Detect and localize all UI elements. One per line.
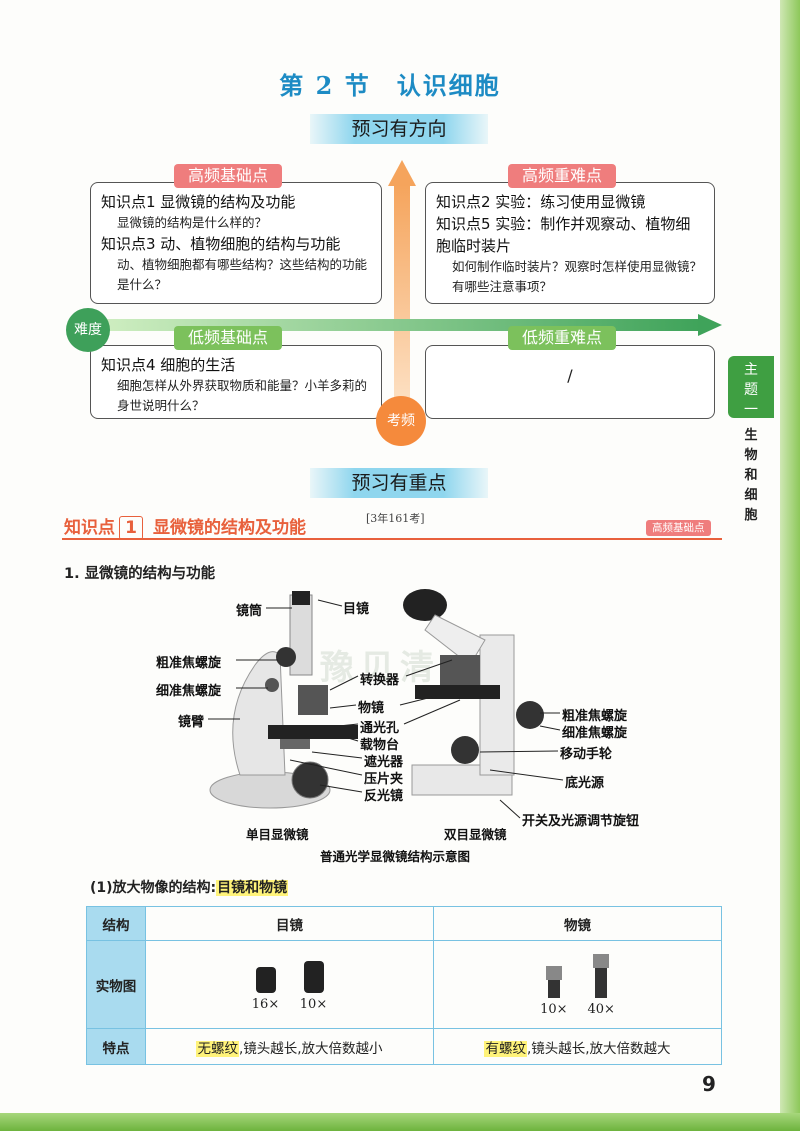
table-row: 结构 目镜 物镜 — [86, 906, 722, 941]
eyepiece-feature-hl: 无螺纹 — [196, 1040, 239, 1057]
objective-images: 10× 40× — [433, 940, 722, 1029]
kp1-question: 显微镜的结构是什么样的？ — [117, 215, 268, 230]
row-header-image: 实物图 — [86, 940, 146, 1029]
axis-difficulty-badge: 难度 — [66, 308, 110, 352]
kp5-title: 知识点5 实验：制作并观察动、植物细胞临时装片 — [436, 215, 691, 255]
binocular-microscope-image — [403, 589, 544, 796]
tag-high-basic: 高频基础点 — [174, 164, 283, 188]
label-stage-handwheel: 移动手轮 — [560, 747, 613, 762]
row-header-structure: 结构 — [86, 906, 146, 941]
eyepiece-images: 16× 10× — [145, 940, 434, 1029]
label-switch-knob: 开关及光源调节旋钮 — [522, 814, 640, 829]
banner-preview-direction: 预习有方向 — [310, 114, 488, 144]
side-tab-theme[interactable]: 主题一 — [728, 356, 774, 418]
label-coarse-knob-right: 粗准焦螺旋 — [562, 709, 628, 724]
monocular-microscope-image — [209, 591, 358, 809]
banner-preview-key: 预习有重点 — [310, 468, 488, 498]
subsection-heading: (1)放大物像的结构:目镜和物镜 — [90, 877, 289, 897]
subsection-prefix: (1)放大物像的结构: — [90, 880, 217, 896]
quadrant-high-basic: 知识点1 显微镜的结构及功能 显微镜的结构是什么样的？ 知识点3 动、植物细胞的… — [90, 182, 382, 304]
page-number: 9 — [702, 1072, 716, 1096]
objective-40x: 40× — [588, 952, 615, 1017]
kp-years: [3年161考] — [366, 512, 425, 525]
tag-low-basic: 低频基础点 — [174, 326, 283, 350]
kp4-title: 知识点4 细胞的生活 — [101, 356, 236, 374]
kp-title: 显微镜的结构及功能 — [153, 518, 306, 538]
page-edge-bottom — [0, 1113, 800, 1131]
objective-10x-label: 10× — [540, 1002, 568, 1017]
quadrant-high-difficult: 知识点2 实验：练习使用显微镜 知识点5 实验：制作并观察动、植物细胞临时装片 … — [425, 182, 715, 304]
quadrant-low-basic: 知识点4 细胞的生活 细胞怎样从外界获取物质和能量？小羊多莉的身世说明什么？ — [90, 345, 382, 419]
caption-diagram: 普通光学显微镜结构示意图 — [320, 849, 471, 864]
tag-low-difficult: 低频重难点 — [508, 326, 617, 350]
kp-badge: 高频基础点 — [646, 520, 711, 536]
label-tube: 镜筒 — [236, 604, 263, 619]
label-arm: 镜臂 — [178, 715, 205, 730]
label-stage-clip: 压片夹 — [364, 772, 404, 787]
kp-underline — [62, 538, 722, 540]
tag-high-difficult: 高频重难点 — [508, 164, 617, 188]
label-stage: 载物台 — [360, 738, 400, 753]
label-mirror: 反光镜 — [364, 789, 404, 804]
label-base-light: 底光源 — [565, 776, 605, 791]
eyepiece-feature: 无螺纹,镜头越长,放大倍数越小 — [145, 1028, 434, 1065]
kp3-question: 动、植物细胞都有哪些结构？这些结构的功能是什么？ — [117, 257, 368, 292]
kp2-title: 知识点2 实验：练习使用显微镜 — [436, 193, 646, 211]
label-stage-hole: 通光孔 — [360, 721, 400, 736]
eyepiece-feature-text: ,镜头越长,放大倍数越小 — [238, 1040, 383, 1057]
frequency-arrow-head — [388, 160, 416, 186]
subsection-highlight: 目镜和物镜 — [216, 880, 289, 896]
table-row: 实物图 16× 10× 10× 4 — [86, 940, 722, 1029]
eyepiece-16x: 16× — [252, 963, 280, 1012]
side-tab-text: 生物和细胞 — [744, 428, 758, 523]
frequency-axis — [394, 184, 410, 409]
quadrant-low-difficult: / — [425, 345, 715, 419]
label-diaphragm: 遮光器 — [364, 755, 404, 770]
label-objective: 物镜 — [358, 701, 385, 716]
caption-monocular: 单目显微镜 — [246, 827, 309, 842]
objective-10x: 10× — [540, 964, 568, 1017]
page-edge-right — [780, 0, 800, 1131]
structure-table: 结构 目镜 物镜 实物图 16× 10× 10× — [86, 906, 722, 1065]
low-difficult-content: / — [567, 366, 573, 385]
label-coarse-knob-left: 粗准焦螺旋 — [156, 656, 222, 671]
axis-frequency-badge: 考频 — [376, 396, 426, 446]
col-objective: 物镜 — [433, 906, 722, 941]
table-row: 特点 无螺纹,镜头越长,放大倍数越小 有螺纹,镜头越长,放大倍数越大 — [86, 1028, 722, 1065]
difficulty-arrow-head — [698, 314, 722, 336]
kp-prefix: 知识点 — [64, 518, 115, 538]
label-fine-knob-right: 细准焦螺旋 — [562, 726, 628, 741]
kp1-title: 知识点1 显微镜的结构及功能 — [101, 193, 296, 211]
label-fine-knob-left: 细准焦螺旋 — [156, 684, 222, 699]
kp4-question: 细胞怎样从外界获取物质和能量？小羊多莉的身世说明什么？ — [117, 378, 368, 413]
objective-feature: 有螺纹,镜头越长,放大倍数越大 — [433, 1028, 722, 1065]
row-header-feature: 特点 — [86, 1028, 146, 1065]
side-tab-label: 主题一 — [744, 362, 758, 418]
eyepiece-16x-label: 16× — [251, 997, 280, 1012]
section-heading: 1. 显微镜的结构与功能 — [64, 566, 216, 582]
col-eyepiece: 目镜 — [145, 906, 434, 941]
objective-feature-text: ,镜头越长,放大倍数越大 — [526, 1040, 671, 1057]
objective-40x-label: 40× — [587, 1002, 615, 1017]
page-title: 第 2 节 认识细胞 — [279, 71, 501, 100]
eyepiece-10x: 10× — [300, 957, 328, 1012]
kp3-title: 知识点3 动、植物细胞的结构与功能 — [101, 235, 341, 253]
kp-number: 1 — [119, 516, 143, 540]
label-eyepiece: 目镜 — [343, 602, 370, 617]
label-nosepiece: 转换器 — [360, 673, 400, 688]
eyepiece-10x-label: 10× — [299, 997, 328, 1012]
kp5-question: 如何制作临时装片？观察时怎样使用显微镜？有哪些注意事项？ — [452, 259, 703, 294]
objective-feature-hl: 有螺纹 — [484, 1040, 527, 1057]
caption-binocular: 双目显微镜 — [444, 827, 507, 842]
